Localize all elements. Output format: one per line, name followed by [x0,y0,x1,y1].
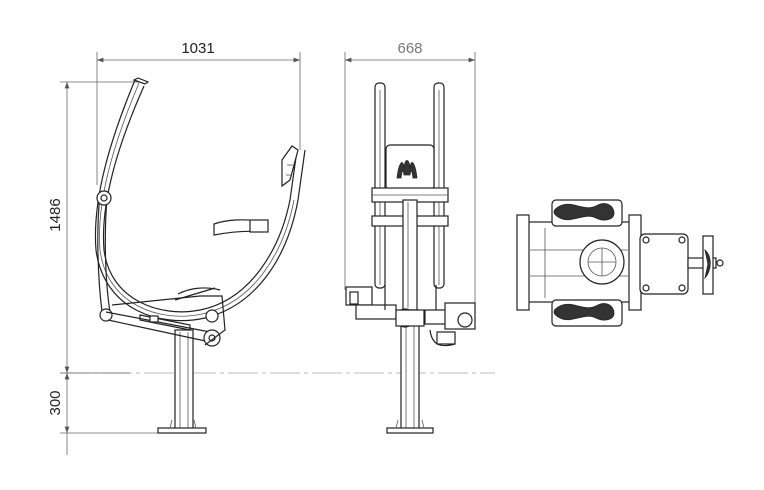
dimension-label-1031: 1031 [181,40,214,57]
dimension-label-300: 300 [47,390,64,415]
side-post [157,329,207,434]
pedal-top [551,199,623,227]
dimension-height: 1486 300 [47,81,160,455]
dimension-width-front: 668 [344,40,476,320]
dimension-width-side: 1031 [96,40,301,185]
top-view [516,199,724,327]
front-view: 668 [344,40,476,434]
pedal-bottom [551,299,623,327]
side-view: 1031 1486 300 [47,40,306,455]
side-frame [94,77,306,347]
dimension-label-1486: 1486 [47,198,64,231]
dimension-label-668: 668 [397,40,422,57]
